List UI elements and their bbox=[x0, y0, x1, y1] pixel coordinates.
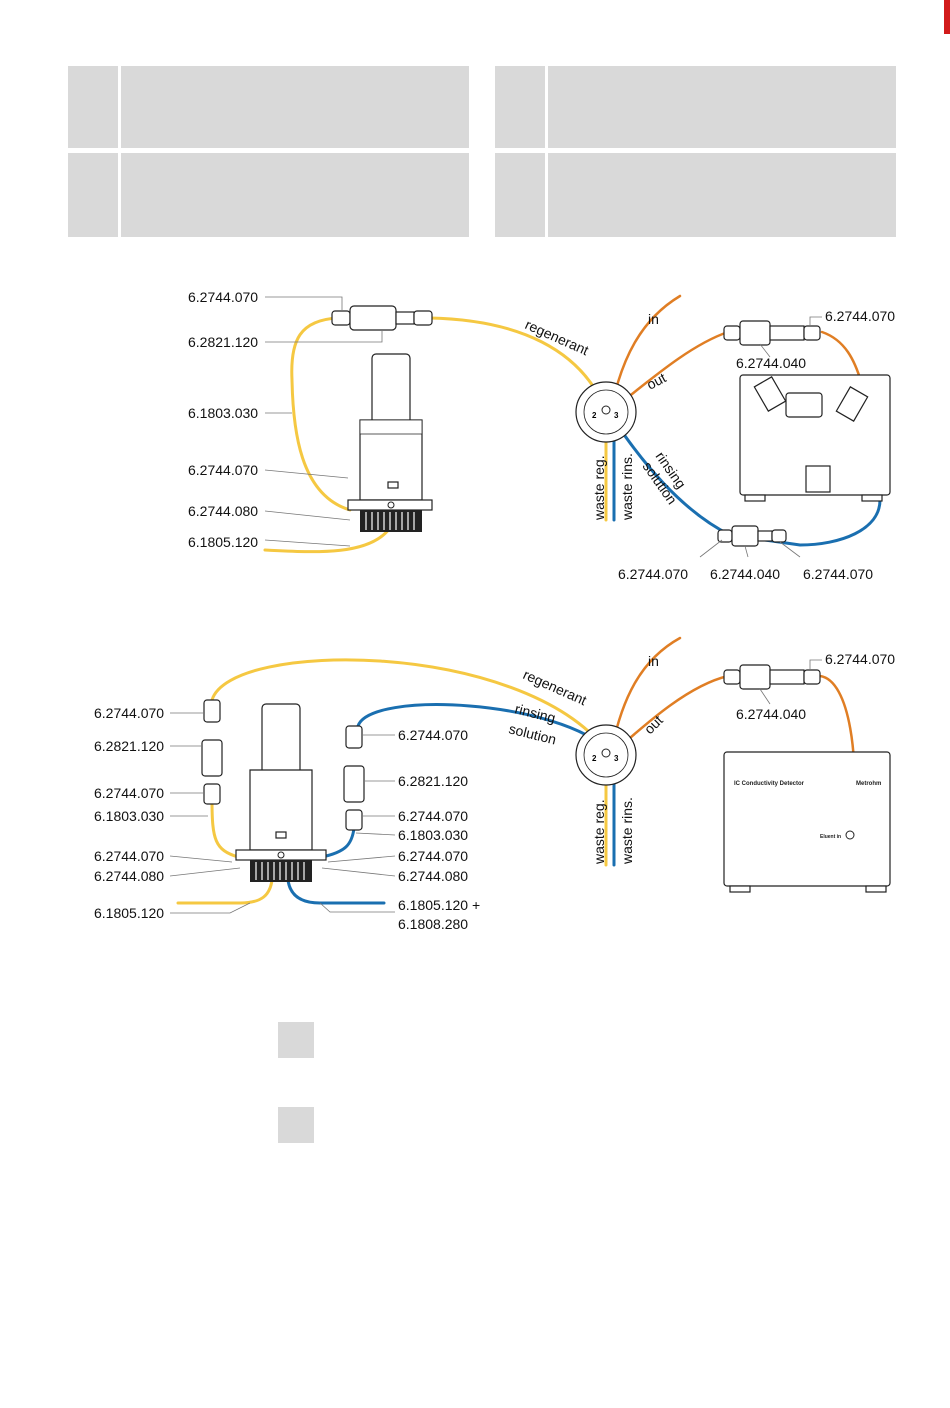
label-right-connector-3: 6.2744.070 bbox=[398, 848, 468, 864]
valve-port-2-label: 2 bbox=[592, 411, 597, 420]
valve-port-3-label: 3 bbox=[614, 411, 619, 420]
waste-tube-line bbox=[263, 526, 392, 554]
header-cell-number-1 bbox=[68, 66, 118, 148]
header-cell-number-4 bbox=[495, 153, 545, 237]
label-left-connector-1: 6.2744.070 bbox=[94, 705, 164, 721]
left-waste-tube bbox=[176, 878, 274, 905]
label-bottom-connector-2: 6.2744.070 bbox=[803, 566, 873, 582]
detector-coupling-assembly bbox=[723, 320, 821, 346]
label-pressure-screw: 6.2744.080 bbox=[188, 503, 258, 519]
tube-label-out: out bbox=[641, 712, 666, 737]
label-waste-tube: 6.1805.120 bbox=[188, 534, 258, 550]
right-supply-tube bbox=[320, 826, 356, 859]
placeholder-square-2 bbox=[278, 1107, 314, 1143]
regenerant-tube bbox=[210, 658, 608, 752]
label-right-connector-1: 6.2744.070 bbox=[398, 727, 468, 743]
label-left-tube: 6.1803.030 bbox=[94, 808, 164, 824]
detector-coupling-assembly bbox=[723, 664, 821, 690]
rinsing-valve: 2 3 bbox=[575, 381, 637, 443]
label-right-connector-2: 6.2744.070 bbox=[398, 808, 468, 824]
label-detector-connector: 6.2744.070 bbox=[825, 308, 895, 324]
suppressor-device bbox=[347, 353, 433, 532]
edge-mark bbox=[944, 0, 950, 34]
tube-label-waste-reg: waste reg. bbox=[591, 799, 607, 865]
tube-label-out: out bbox=[644, 369, 669, 392]
suppressor-supply-tube bbox=[290, 316, 352, 512]
tube-label-waste-reg: waste reg. bbox=[591, 455, 607, 521]
label-connector-b: 6.2744.070 bbox=[188, 462, 258, 478]
detector-brand: Metrohm bbox=[856, 781, 881, 787]
detector-name: IC Conductivity Detector bbox=[734, 781, 805, 787]
tube-label-waste-rins: waste rins. bbox=[619, 797, 635, 865]
label-detector-connector: 6.2744.070 bbox=[825, 651, 895, 667]
regenerant-tube bbox=[428, 316, 607, 410]
connection-diagram-1: 2 3 6.2744.070 6.2821.120 6.1803.030 6. bbox=[188, 289, 895, 582]
header-cell-number-2 bbox=[495, 66, 545, 148]
label-right-pressure-screw: 6.2744.080 bbox=[398, 868, 468, 884]
label-left-connector-2: 6.2744.070 bbox=[94, 785, 164, 801]
label-right-waste-tube-2: 6.1808.280 bbox=[398, 916, 468, 932]
label-right-tube: 6.1803.030 bbox=[398, 827, 468, 843]
tube-label-in: in bbox=[648, 311, 659, 327]
label-left-adapter: 6.2821.120 bbox=[94, 738, 164, 754]
label-connector-a: 6.2744.070 bbox=[188, 289, 258, 305]
label-bottom-connector-1: 6.2744.070 bbox=[618, 566, 688, 582]
label-adapter: 6.2821.120 bbox=[188, 334, 258, 350]
tube-label-waste-rins: waste rins. bbox=[619, 453, 635, 521]
label-right-waste-tube-1: 6.1805.120 + bbox=[398, 897, 480, 913]
left-connector-stack bbox=[201, 699, 223, 805]
valve-port-2-label: 2 bbox=[592, 754, 597, 763]
label-tube: 6.1803.030 bbox=[188, 405, 258, 421]
header-cell-4 bbox=[548, 153, 896, 237]
conductivity-detector-2: IC Conductivity Detector Metrohm Eluent … bbox=[723, 751, 891, 893]
detector-port-label: Eluent in bbox=[820, 834, 841, 840]
right-waste-tube bbox=[286, 878, 386, 905]
label-detector-coupling: 6.2744.040 bbox=[736, 355, 806, 371]
placeholder-square-1 bbox=[278, 1022, 314, 1058]
suppressor-device bbox=[235, 703, 327, 882]
label-left-pressure-screw: 6.2744.080 bbox=[94, 868, 164, 884]
label-detector-coupling: 6.2744.040 bbox=[736, 706, 806, 722]
label-bottom-coupling: 6.2744.040 bbox=[710, 566, 780, 582]
tube-label-regenerant: regenerant bbox=[521, 666, 589, 708]
label-right-adapter: 6.2821.120 bbox=[398, 773, 468, 789]
connector-assembly-1 bbox=[331, 305, 433, 331]
right-connector-stack bbox=[343, 725, 365, 831]
header-cell-1 bbox=[121, 66, 469, 148]
tube-label-in: in bbox=[648, 653, 659, 669]
conductivity-detector-1 bbox=[739, 374, 891, 502]
header-cell-2 bbox=[548, 66, 896, 148]
header-cell-3 bbox=[121, 153, 469, 237]
valve-port-3-label: 3 bbox=[614, 754, 619, 763]
label-left-connector-3: 6.2744.070 bbox=[94, 848, 164, 864]
label-left-waste-tube: 6.1805.120 bbox=[94, 905, 164, 921]
bottom-coupling-assembly bbox=[717, 525, 787, 547]
left-supply-tube bbox=[210, 798, 240, 859]
connection-diagram-2: 2 3 IC Conductivity Detector Metrohm Elu… bbox=[94, 636, 895, 932]
rinsing-valve: 2 3 bbox=[575, 724, 637, 786]
rinsing-tube bbox=[356, 703, 612, 754]
header-cell-number-3 bbox=[68, 153, 118, 237]
